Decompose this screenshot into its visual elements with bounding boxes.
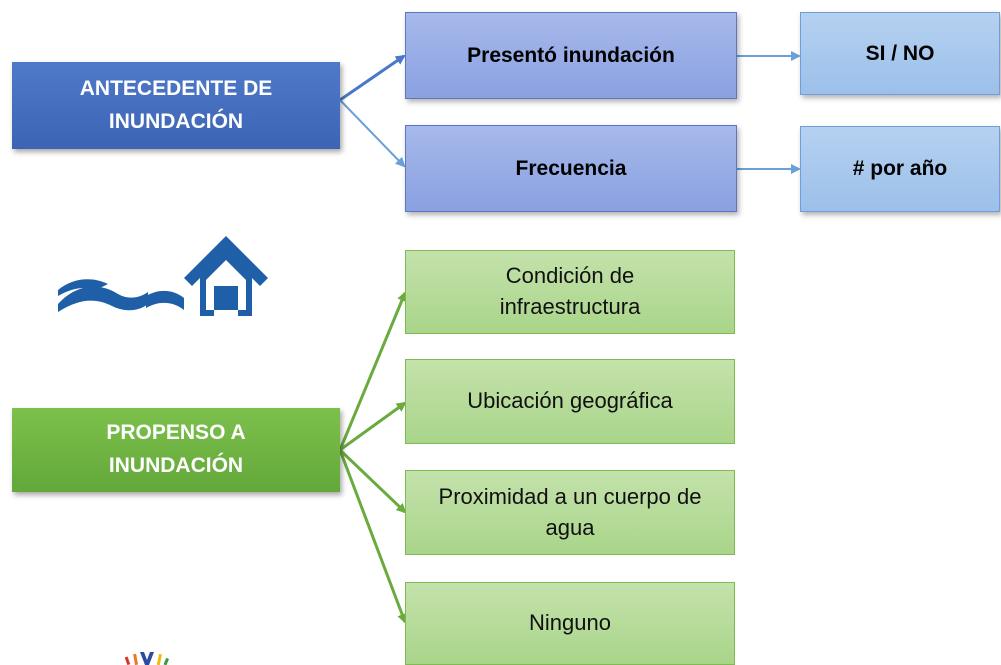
question-box-frecuencia: Frecuencia bbox=[405, 125, 737, 212]
question-box-presento: Presentó inundación bbox=[405, 12, 737, 99]
question-label-presento: Presentó inundación bbox=[467, 43, 675, 67]
logo-mark-icon bbox=[124, 652, 169, 665]
antecedente-main-box: ANTECEDENTE DE INUNDACIÓN bbox=[12, 62, 340, 149]
option-box-proximidad: Proximidad a un cuerpo de agua bbox=[405, 470, 735, 555]
arrow-to-option-3 bbox=[338, 448, 407, 514]
option-box-infraestructura: Condición de infraestructura bbox=[405, 250, 735, 334]
option-box-ubicacion: Ubicación geográfica bbox=[405, 359, 735, 444]
arrow-to-frecuencia bbox=[339, 99, 406, 168]
answer-label-si-no: SI / NO bbox=[865, 41, 935, 65]
propenso-main-box: PROPENSO A INUNDACIÓN bbox=[12, 408, 340, 492]
question-label-frecuencia: Frecuencia bbox=[515, 156, 627, 180]
option-label-proximidad: Proximidad a un cuerpo de agua bbox=[438, 483, 702, 540]
answer-box-si-no: SI / NO bbox=[800, 12, 1000, 95]
answer-label-por-anio: # por año bbox=[852, 157, 948, 180]
option-label-ubicacion: Ubicación geográfica bbox=[467, 388, 673, 414]
arrow-to-option-2 bbox=[339, 401, 407, 452]
arrow-to-option-4 bbox=[338, 449, 407, 624]
flood-house-icon bbox=[58, 236, 268, 316]
option-label-ninguno: Ninguno bbox=[529, 610, 611, 636]
propenso-main-label: PROPENSO A INUNDACIÓN bbox=[106, 421, 246, 477]
option-box-ninguno: Ninguno bbox=[405, 582, 735, 665]
option-label-infraestructura: Condición de infraestructura bbox=[499, 263, 641, 319]
answer-box-por-anio: # por año bbox=[800, 126, 1000, 212]
antecedente-main-label: ANTECEDENTE DE INUNDACIÓN bbox=[79, 76, 273, 133]
arrow-to-presento bbox=[339, 54, 406, 102]
arrow-to-option-1 bbox=[338, 291, 407, 451]
